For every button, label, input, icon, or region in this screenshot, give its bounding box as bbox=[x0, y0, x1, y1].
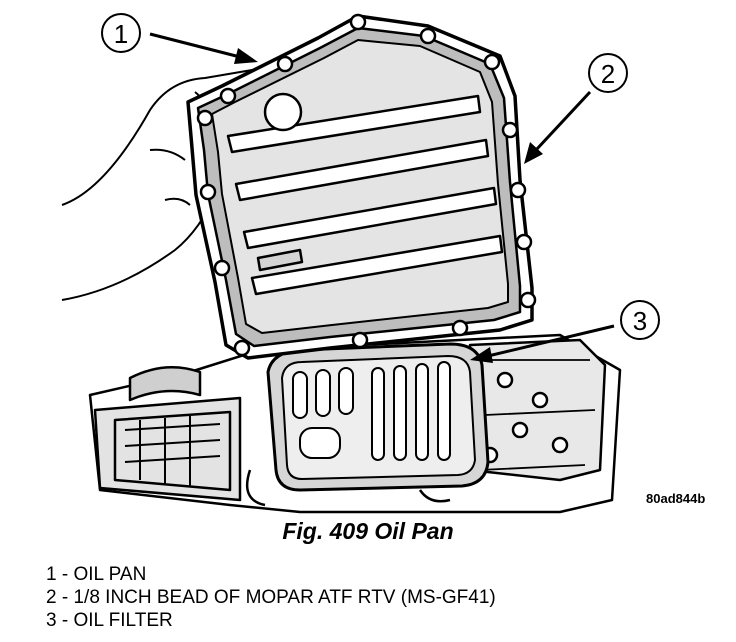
callout-1: 1 bbox=[101, 13, 258, 64]
legend-item-number: 2 bbox=[46, 587, 57, 608]
callout-2: 2 bbox=[524, 53, 628, 164]
callout-3-number: 3 bbox=[633, 306, 647, 336]
bolt-holes bbox=[196, 13, 537, 357]
legend-item-number: 1 bbox=[46, 564, 57, 585]
legend-item-number: 3 bbox=[46, 610, 57, 631]
legend-separator: - bbox=[56, 587, 74, 608]
callout-3: 3 bbox=[470, 300, 660, 363]
legend-separator: - bbox=[56, 610, 74, 631]
parts-legend: 1 - OIL PAN 2 - 1/8 INCH BEAD OF MOPAR A… bbox=[46, 563, 496, 632]
legend-separator: - bbox=[56, 564, 74, 585]
figure-caption: Fig. 409 Oil Pan bbox=[282, 518, 454, 544]
oil-filter bbox=[266, 342, 490, 492]
legend-item: 2 - 1/8 INCH BEAD OF MOPAR ATF RTV (MS-G… bbox=[46, 586, 496, 609]
image-code: 80ad844b bbox=[646, 491, 705, 506]
oil-pan bbox=[186, 13, 537, 360]
legend-item-text: OIL PAN bbox=[73, 564, 147, 585]
callout-2-number: 2 bbox=[601, 59, 615, 89]
oil-pan-illustration: 1 2 3 80ad844b bbox=[61, 13, 705, 514]
legend-item-text: 1/8 INCH BEAD OF MOPAR ATF RTV (MS-GF41) bbox=[73, 587, 496, 608]
legend-item-text: OIL FILTER bbox=[73, 610, 173, 631]
callout-1-number: 1 bbox=[114, 19, 128, 49]
legend-item: 3 - OIL FILTER bbox=[46, 609, 496, 632]
legend-item: 1 - OIL PAN bbox=[46, 563, 496, 586]
